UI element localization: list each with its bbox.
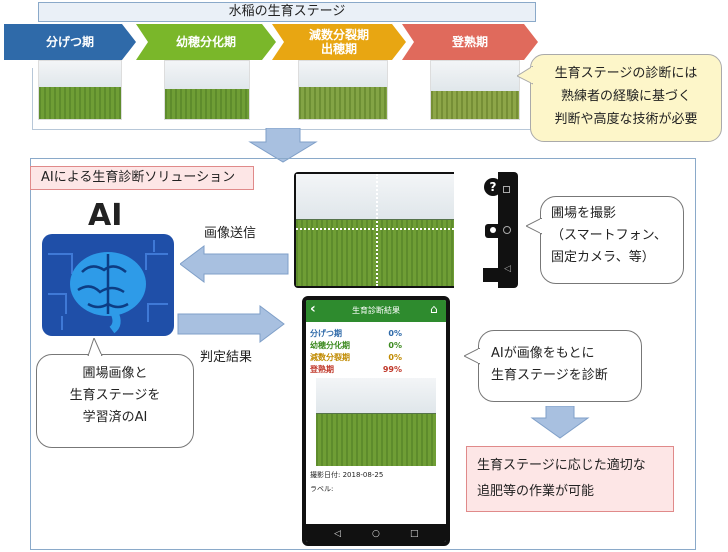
gallery-icon[interactable]	[483, 268, 501, 282]
nav-bar: ◁ ○ □	[306, 524, 446, 542]
camera-phone: ? ◁	[294, 172, 518, 288]
diagnose-bubble: AIが画像をもとに 生育ステージを診断	[478, 330, 642, 402]
ai-bubble-pointer	[87, 338, 103, 356]
diagnose-bubble-pointer	[464, 348, 480, 365]
diagnose-down-arrow	[530, 406, 590, 439]
shutter-lens	[490, 227, 496, 233]
expertise-callout: 生育ステージの診断には 熟練者の経験に基づく 判断や高度な技術が必要	[530, 54, 722, 142]
nav-home-icon[interactable]	[503, 226, 511, 234]
diagram-title: 水稲の生育ステージ	[38, 2, 536, 22]
result-photo	[316, 378, 436, 466]
home-icon[interactable]: ⌂	[430, 302, 438, 316]
diagnose-bubble-text: AIが画像をもとに 生育ステージを診断	[491, 346, 608, 383]
result-arrow	[177, 305, 285, 343]
back-chevron-icon[interactable]: ‹	[310, 301, 316, 317]
ai-bubble-text: 圃場画像と 生育ステージを 学習済のAI	[69, 366, 161, 425]
camera-bubble: 圃場を撮影 （スマートフォン、 固定カメラ、等）	[540, 196, 684, 284]
nav-home-icon[interactable]: ○	[372, 529, 380, 539]
field-photo-tillering	[38, 60, 122, 120]
ai-bubble: 圃場画像と 生育ステージを 学習済のAI	[36, 354, 194, 448]
stage-tillering: 分げつ期	[4, 24, 136, 60]
shot-date: 撮影日付: 2018-08-25	[310, 471, 384, 479]
stage-label: 幼穂分化期	[175, 35, 236, 49]
nav-recent-icon[interactable]: □	[410, 529, 419, 539]
result-header: 生育診断結果	[306, 300, 446, 322]
solution-title: AIによる生育診断ソリューション	[30, 166, 254, 190]
nav-back-icon[interactable]: ◁	[504, 264, 511, 274]
brain-icon	[42, 234, 174, 336]
tag-label: ラベル:	[310, 485, 334, 493]
send-label: 画像送信	[204, 226, 257, 241]
down-arrow	[248, 128, 318, 163]
stage-meiosis-heading: 減数分裂期 出穂期	[272, 24, 406, 60]
nav-back-icon[interactable]: ◁	[334, 529, 341, 539]
result-header-title: 生育診断結果	[352, 306, 400, 315]
nav-square-icon[interactable]	[503, 186, 510, 193]
stage-panicle-formation: 幼穂分化期	[136, 24, 276, 60]
field-photo-ripening	[430, 60, 520, 120]
stage-label: 分げつ期	[45, 35, 94, 49]
send-arrow	[180, 245, 289, 283]
expertise-callout-text: 生育ステージの診断には 熟練者の経験に基づく 判断や高度な技術が必要	[554, 66, 698, 127]
stage-label: 登熟期	[451, 35, 488, 49]
stage-label: 減数分裂期 出穂期	[308, 28, 369, 56]
outcome-box: 生育ステージに応じた適切な 追肥等の作業が可能	[466, 446, 674, 512]
help-icon[interactable]: ?	[484, 178, 502, 196]
camera-bubble-pointer	[526, 218, 542, 235]
ai-label: AI	[88, 198, 123, 233]
result-label: 判定結果	[200, 350, 253, 365]
outcome-text: 生育ステージに応じた適切な 追肥等の作業が可能	[477, 458, 646, 499]
stage-ripening: 登熟期	[402, 24, 538, 60]
solution-frame	[30, 158, 696, 550]
field-photo-panicle	[164, 60, 250, 120]
camera-preview	[296, 174, 454, 286]
callout-pointer	[517, 66, 533, 85]
field-photo-heading	[298, 60, 388, 120]
camera-bubble-text: 圃場を撮影 （スマートフォン、 固定カメラ、等）	[551, 206, 667, 265]
